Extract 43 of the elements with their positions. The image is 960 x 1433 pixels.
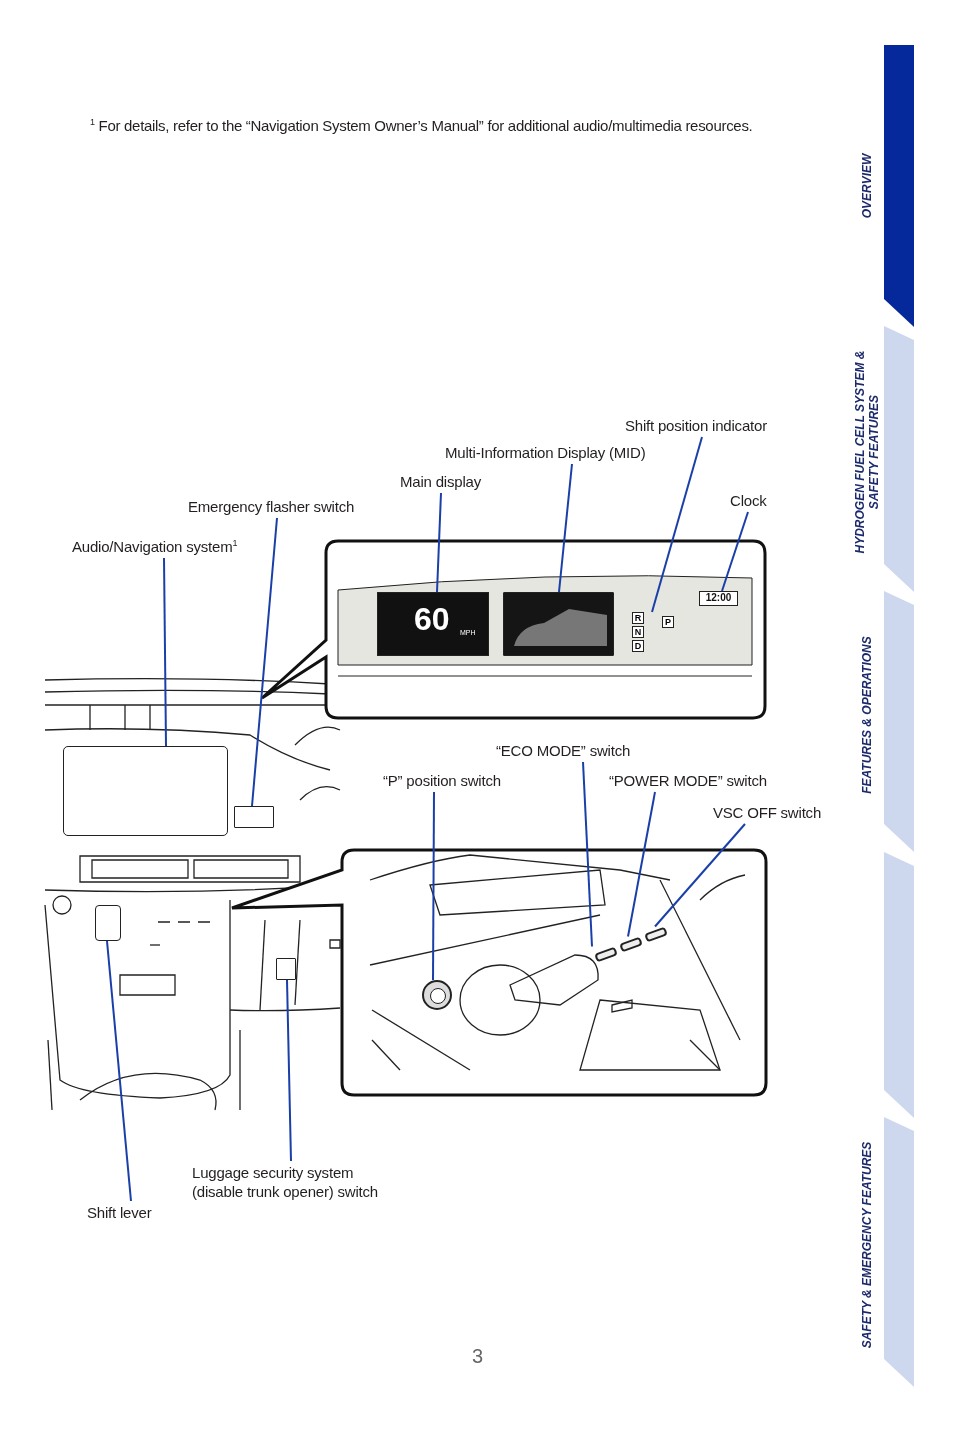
section-title: SAFETY & EMERGENCY FEATURES bbox=[860, 1140, 874, 1351]
leader-line bbox=[286, 979, 292, 1162]
callout-label: “ECO MODE” switch bbox=[496, 741, 631, 760]
callout-label: Audio/Navigation system$^{1}$ bbox=[72, 537, 238, 556]
clock-reading: 12:00 bbox=[704, 592, 733, 604]
leader-line bbox=[654, 823, 746, 928]
leader-line bbox=[627, 791, 656, 938]
leader-line bbox=[721, 511, 749, 592]
leader-line bbox=[106, 940, 132, 1202]
callout-label: VSC OFF switch bbox=[713, 803, 822, 822]
callout-label: Multi-Information Display (MID) bbox=[445, 443, 646, 462]
section-title: HYDROGEN FUEL CELL SYSTEM & SAFETY FEATURES bbox=[853, 349, 881, 556]
callout-label: “P” position switch bbox=[383, 771, 501, 790]
leader-line bbox=[251, 517, 278, 807]
leader-line bbox=[558, 463, 573, 593]
callout-label: Emergency flasher switch bbox=[188, 497, 355, 516]
callout-label: Luggage security system (disable trunk opener) switch bbox=[192, 1163, 379, 1201]
leader-line bbox=[436, 492, 442, 593]
footnote: $^{1}$ For details, refer to the “Navigation System Owner’s Manual” for additional audio/multimedia resources. bbox=[90, 116, 754, 136]
section-title: FEATURES & OPERATIONS bbox=[860, 634, 874, 796]
shift-knob bbox=[95, 905, 121, 941]
speed-reading: 60 bbox=[414, 601, 450, 637]
gear-letter: P bbox=[662, 616, 674, 628]
callout-label: Clock bbox=[730, 491, 767, 510]
callout-label: “POWER MODE” switch bbox=[609, 771, 767, 790]
gear-letter: D bbox=[632, 640, 644, 652]
leader-line bbox=[582, 761, 593, 948]
callout-label: Shift lever bbox=[87, 1203, 152, 1222]
gear-letter: R bbox=[632, 612, 644, 624]
page-number: 3 bbox=[472, 1345, 484, 1367]
callout-label: Main display bbox=[400, 472, 481, 491]
switch-button bbox=[276, 958, 296, 980]
gear-letter: N bbox=[632, 626, 644, 638]
section-title: OVERVIEW bbox=[860, 152, 874, 221]
leader-line bbox=[432, 791, 435, 981]
display-screen bbox=[377, 592, 489, 656]
leader-line bbox=[163, 557, 167, 747]
display-screen bbox=[63, 746, 228, 836]
clock-display bbox=[699, 591, 738, 606]
display-screen bbox=[503, 592, 614, 656]
switch-button bbox=[234, 806, 274, 828]
callout-label: Shift position indicator bbox=[625, 416, 767, 435]
leader-line bbox=[651, 436, 703, 613]
